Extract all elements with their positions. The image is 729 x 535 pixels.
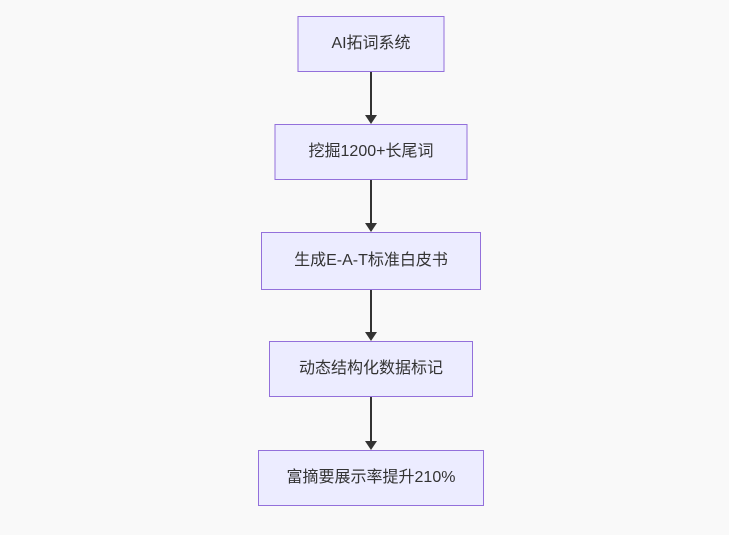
flow-edge-1 [364, 72, 378, 124]
flow-node-eat-whitepaper: 生成E-A-T标准白皮书 [261, 232, 481, 290]
arrow-down-icon [365, 332, 377, 341]
flow-edge-3 [364, 290, 378, 341]
flow-node-label: AI拓词系统 [331, 35, 411, 53]
flow-node-structured-data: 动态结构化数据标记 [269, 341, 473, 397]
edge-line [370, 72, 372, 117]
flow-edge-4 [364, 397, 378, 450]
edge-line [370, 180, 372, 225]
arrow-down-icon [365, 223, 377, 232]
flow-node-ai-system: AI拓词系统 [297, 16, 445, 72]
flow-node-label: 富摘要展示率提升210% [286, 469, 456, 487]
flow-node-label: 生成E-A-T标准白皮书 [294, 252, 448, 270]
arrow-down-icon [365, 441, 377, 450]
edge-line [370, 397, 372, 443]
flow-node-label: 挖掘1200+长尾词 [308, 143, 434, 161]
arrow-down-icon [365, 115, 377, 124]
flow-edge-2 [364, 180, 378, 232]
flow-node-rich-snippet-result: 富摘要展示率提升210% [258, 450, 484, 506]
edge-line [370, 290, 372, 334]
flow-node-label: 动态结构化数据标记 [298, 360, 443, 378]
flow-node-longtail-mining: 挖掘1200+长尾词 [274, 124, 468, 180]
